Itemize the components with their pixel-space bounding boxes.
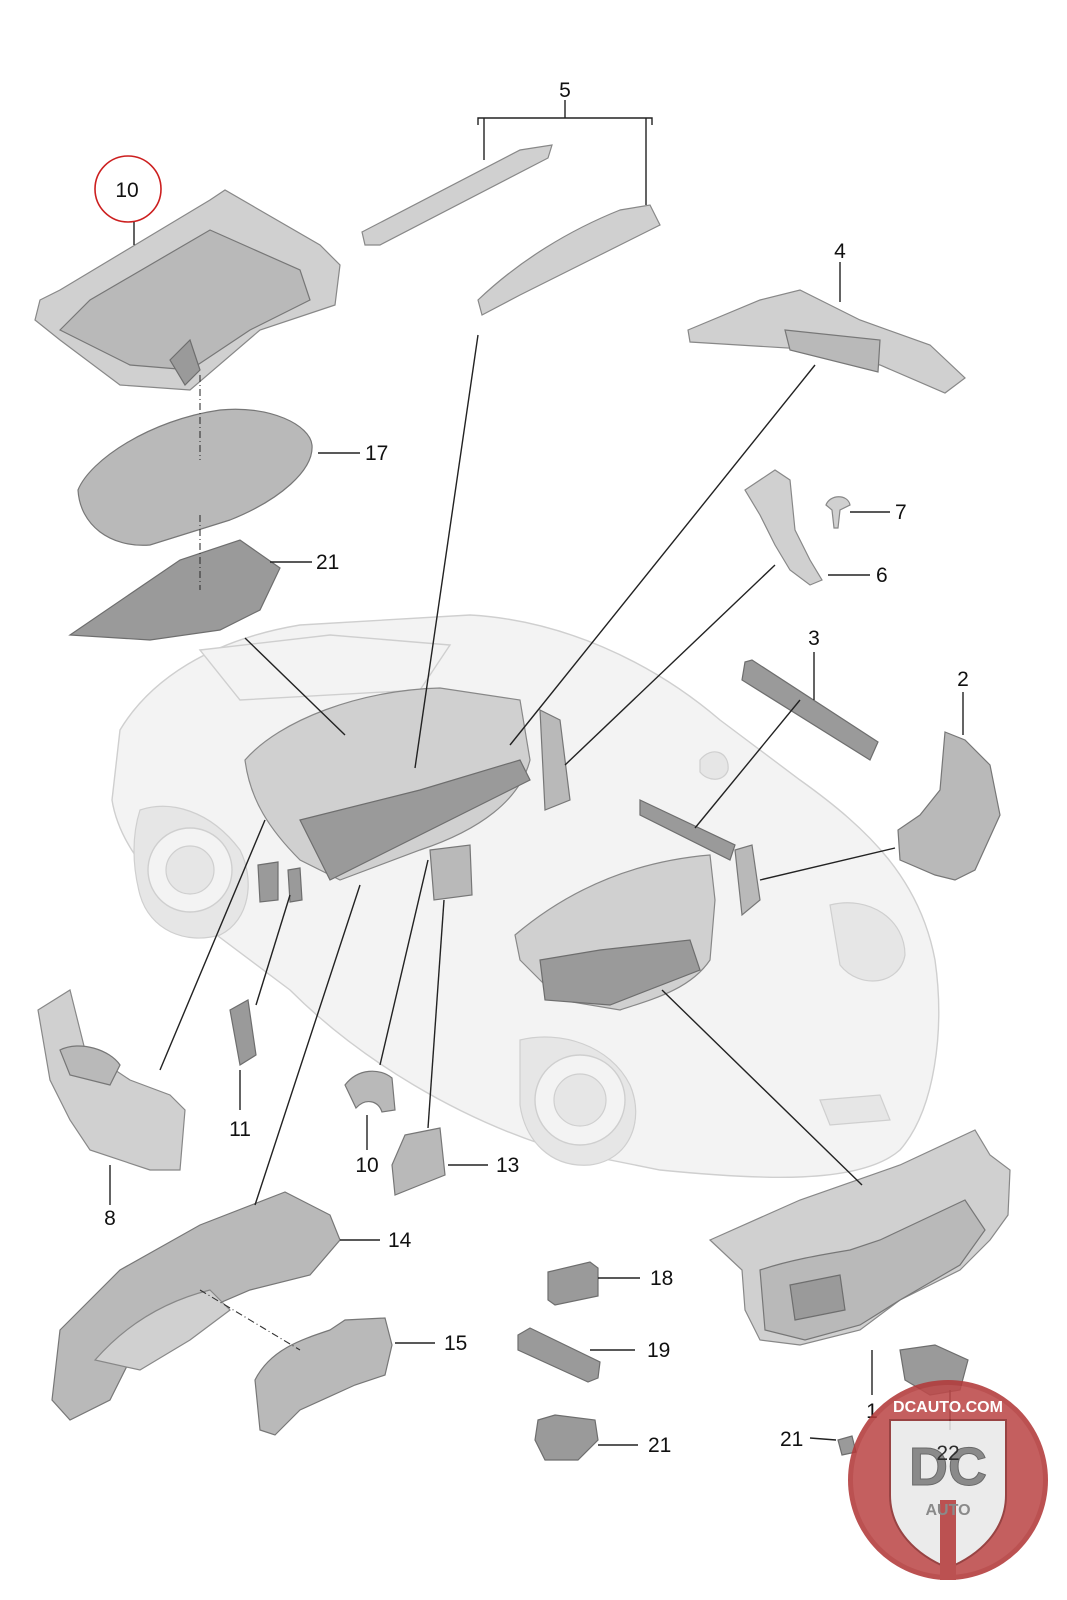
part-9-cover: [34, 189, 341, 391]
callout-1: 1: [866, 1400, 878, 1423]
part-17: [547, 1261, 599, 1306]
installed-parts: [244, 687, 761, 1011]
callout-17: 18: [650, 1267, 673, 1290]
watermark-monogram: DC: [909, 1437, 987, 1497]
part-13: [391, 1127, 446, 1196]
callout-19: 21: [648, 1434, 671, 1457]
callout-6: 6: [876, 564, 888, 587]
part-11: [229, 999, 257, 1066]
callout-13: 13: [496, 1154, 519, 1177]
part-4: [687, 289, 966, 394]
part-15: [254, 1317, 393, 1436]
watermark-site: DCAUTO.COM: [893, 1399, 1003, 1416]
callout-labels: 10 5 4 17 7 21 6 3 2 11 10 13 8 14 18 15…: [104, 79, 969, 1457]
part-16-mat: [77, 408, 313, 546]
callout-15: 15: [444, 1332, 467, 1355]
part-6: [744, 469, 823, 586]
callout-8: 8: [104, 1207, 116, 1230]
callout-3: 3: [808, 627, 820, 650]
callout-21-bottom: 21: [780, 1428, 803, 1451]
part-2: [897, 731, 1001, 881]
dcauto-watermark: DCAUTO.COM DC AUTO 22: [848, 1380, 1048, 1580]
callout-22: 22: [936, 1442, 959, 1465]
leader-lines: [109, 100, 964, 1446]
watermark-word: AUTO: [925, 1502, 970, 1519]
highlight-circle: [94, 155, 162, 223]
callout-9: 10: [115, 179, 138, 202]
part-10: [344, 1070, 396, 1113]
callout-10: 10: [355, 1154, 378, 1177]
callout-2: 2: [957, 668, 969, 691]
part-18: [517, 1327, 601, 1383]
callout-5: 5: [559, 79, 571, 102]
part-19: [534, 1414, 599, 1461]
callout-7: 7: [895, 501, 907, 524]
part-5-strips: [361, 144, 661, 316]
part-21-mat-top: [68, 539, 281, 641]
part-3-strip: [741, 659, 879, 761]
callout-11: 11: [229, 1118, 251, 1141]
assembly-lines: [199, 375, 301, 1351]
part-8: [37, 989, 186, 1171]
callout-21-top: 21: [316, 551, 339, 574]
part-14: [51, 1191, 341, 1421]
part-7-clip: [825, 496, 851, 529]
callout-16: 17: [365, 442, 388, 465]
callout-18: 19: [647, 1339, 670, 1362]
callout-4: 4: [834, 240, 846, 263]
callout-14: 14: [388, 1229, 412, 1252]
part-1: [708, 1129, 1011, 1346]
